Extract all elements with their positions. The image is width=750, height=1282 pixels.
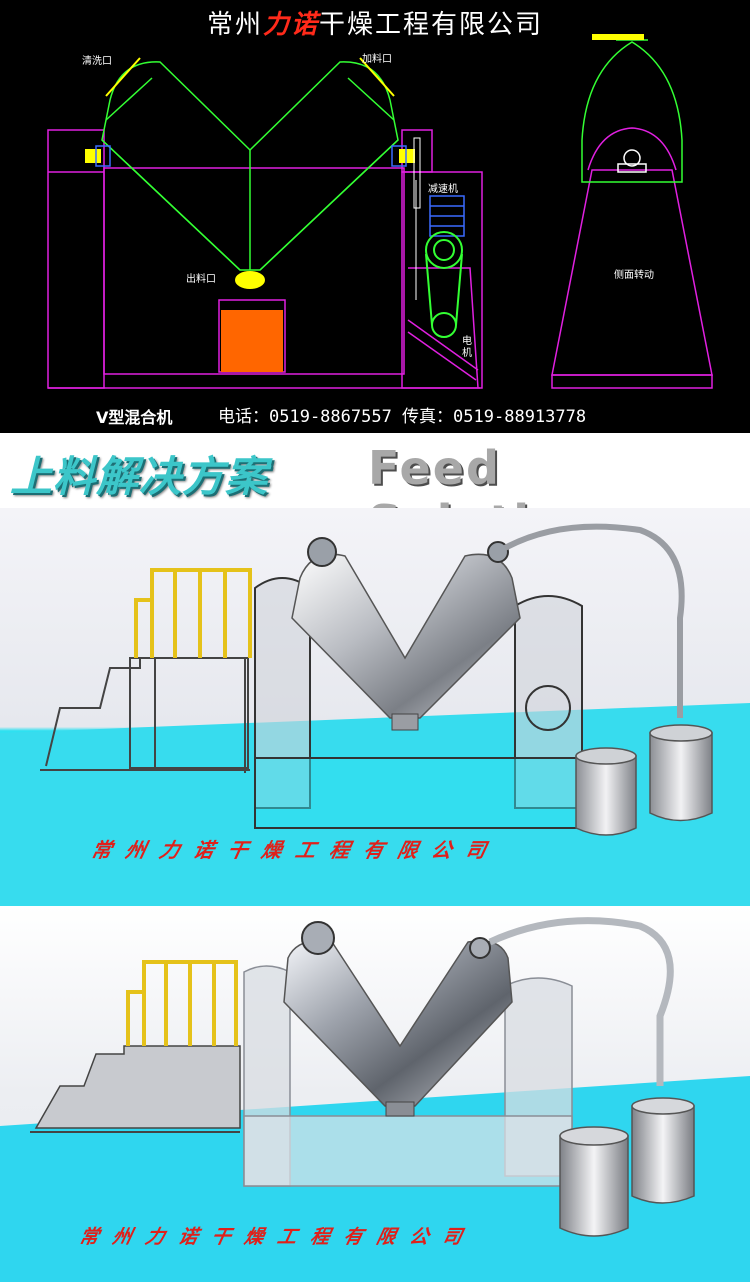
side-view-vessel bbox=[581, 39, 683, 183]
label-reducer: 减速机 bbox=[428, 184, 458, 195]
drive-wheel bbox=[525, 685, 571, 731]
frame-base bbox=[103, 167, 405, 375]
contact-info: 电话：0519-8867557 传真：0519-88913778 bbox=[218, 407, 587, 427]
scene2-caption: 常州力诺干燥工程有限公司 bbox=[77, 1226, 479, 1248]
render-1-illustration bbox=[0, 508, 750, 906]
motor-pulley bbox=[431, 312, 457, 338]
feed-solution-banner: 上料解决方案 Feed Solution bbox=[0, 433, 750, 508]
mixer-frame bbox=[254, 577, 583, 829]
label-cleaning-port: 清洗口 bbox=[82, 56, 112, 67]
banner-title-cn: 上料解决方案 bbox=[10, 452, 269, 501]
buckets bbox=[575, 724, 713, 836]
scene1-caption: 常州力诺干燥工程有限公司 bbox=[89, 838, 503, 862]
right-frame-post bbox=[401, 171, 483, 389]
side-view-frame bbox=[551, 127, 713, 389]
yellow-guardrail-2 bbox=[126, 960, 238, 1046]
label-feed-port: 加料口 bbox=[362, 54, 392, 65]
render-scene-2: 常州力诺干燥工程有限公司 bbox=[0, 906, 750, 1282]
cad-title-prefix: 常州 bbox=[206, 10, 263, 40]
v-vessel-render bbox=[291, 537, 521, 731]
stair-platform bbox=[40, 657, 250, 773]
cad-title-suffix: 干燥工程有限公司 bbox=[319, 10, 544, 40]
render-scene-1: 常州力诺干燥工程有限公司 bbox=[0, 508, 750, 906]
label-motor: 电机 bbox=[462, 336, 472, 359]
v-vessel-render-2 bbox=[283, 921, 513, 1117]
feed-pipe bbox=[503, 523, 685, 718]
cad-drawing bbox=[47, 34, 713, 389]
mixer-frame-2 bbox=[243, 965, 573, 1187]
buckets-2 bbox=[559, 1097, 695, 1237]
cad-company-title: 常州力诺干燥工程有限公司 bbox=[0, 4, 750, 41]
drive-pulley bbox=[425, 231, 463, 269]
side-view-feed-port bbox=[592, 34, 644, 40]
yellow-guardrail bbox=[134, 568, 252, 658]
label-discharge-port: 出料口 bbox=[186, 274, 216, 285]
model-name: V型混合机 bbox=[96, 408, 173, 427]
cad-title-brand: 力诺 bbox=[262, 10, 319, 40]
stair-platform-2 bbox=[30, 1045, 241, 1133]
discharge-bin bbox=[221, 310, 283, 372]
cad-drawing-panel: 常州力诺干燥工程有限公司 清洗口 加料口 减速机 出料口 电机 侧面转动 V型混… bbox=[0, 0, 750, 433]
label-side-rotation: 侧面转动 bbox=[614, 270, 654, 281]
render-2-illustration bbox=[0, 906, 750, 1282]
banner-title-en: Feed Solution bbox=[368, 441, 597, 508]
feed-pipe-2 bbox=[488, 917, 674, 1086]
left-frame-post bbox=[47, 129, 105, 389]
v-vessel bbox=[101, 61, 399, 271]
